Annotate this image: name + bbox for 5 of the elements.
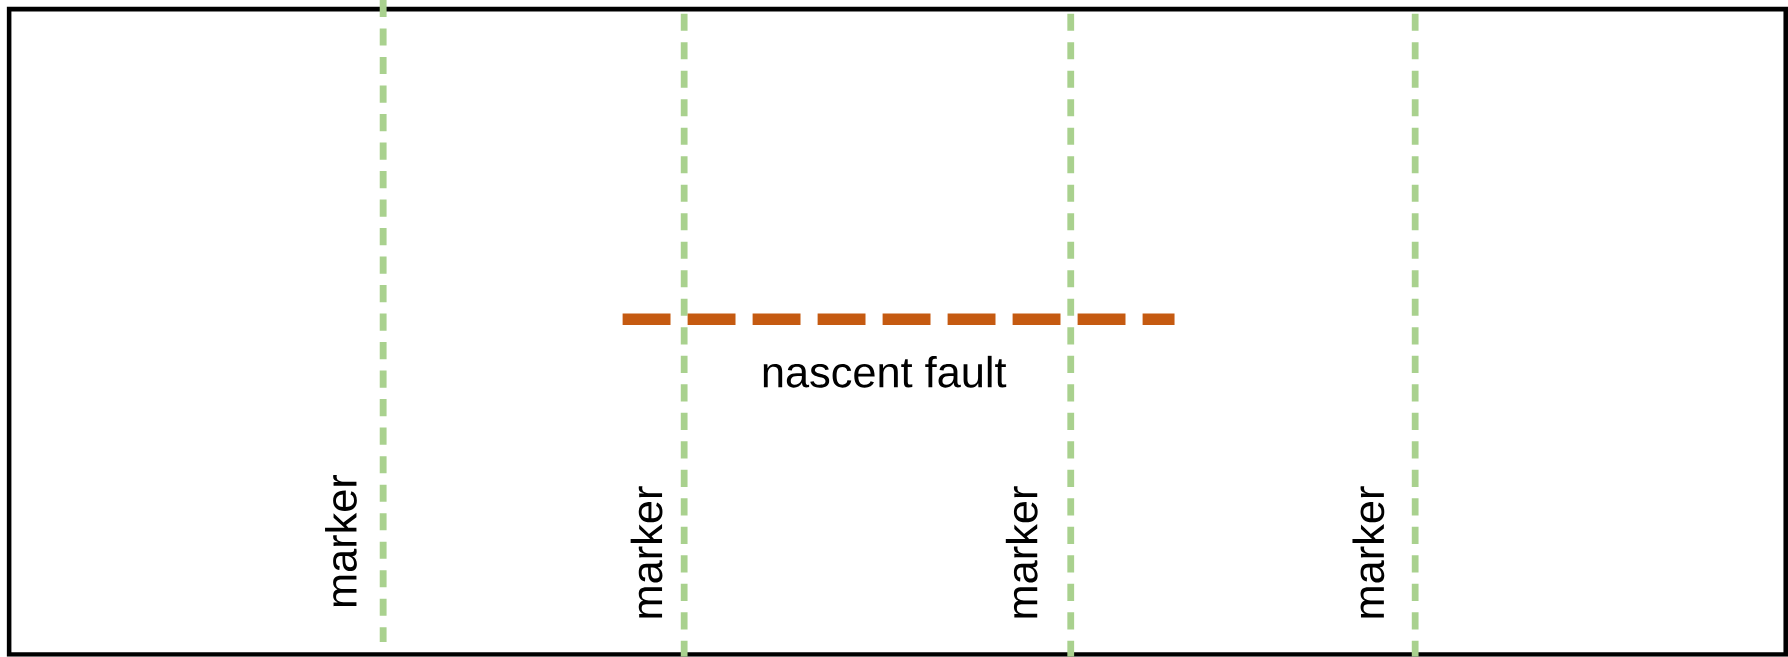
fault-label: nascent fault <box>763 355 1007 388</box>
marker-label: marker <box>325 475 357 607</box>
marker-label: marker <box>1005 486 1038 618</box>
marker-label: marker <box>1352 486 1385 618</box>
marker-label: marker <box>630 486 663 618</box>
